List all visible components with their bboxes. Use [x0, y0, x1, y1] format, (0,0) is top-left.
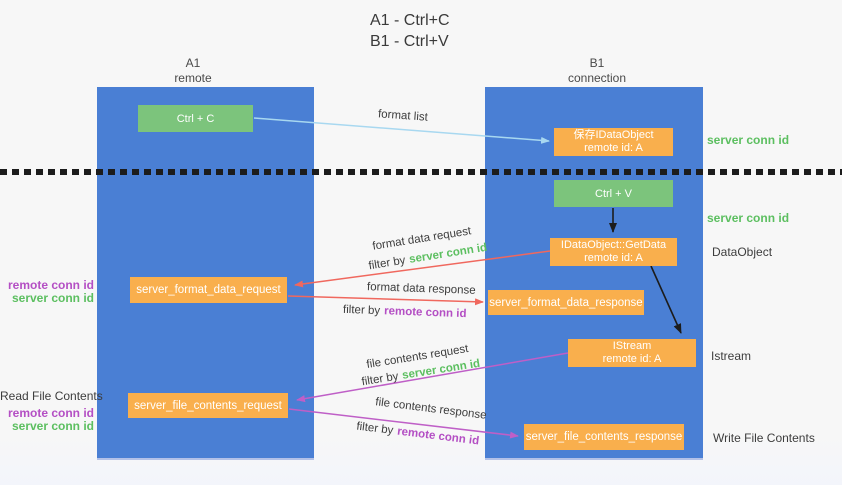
- lane-left-subtitle: remote: [174, 71, 212, 85]
- save-idataobject-line1: 保存IDataObject: [573, 129, 654, 141]
- remote-conn-id-text: remote conn id: [383, 305, 467, 321]
- side-label-istream: Istream: [711, 349, 752, 363]
- node-ctrl-c: Ctrl + C: [138, 105, 253, 132]
- lane-header-left: A1 remote: [123, 56, 263, 86]
- remote-conn-id-text: remote conn id: [396, 425, 480, 448]
- side-label-read-file-contents: Read File Contents: [0, 389, 103, 403]
- lane-right-subtitle: connection: [567, 71, 627, 85]
- file-response-label: server_file_contents_response: [525, 431, 683, 443]
- filter-by-text: filter by: [355, 420, 394, 437]
- title-line-2: B1 - Ctrl+V: [370, 33, 449, 50]
- file-request-label: server_file_contents_request: [134, 399, 282, 412]
- lane-left-title: A1: [185, 56, 201, 70]
- getdata-line2: remote id: A: [584, 252, 643, 264]
- istream-line2: remote id: A: [602, 353, 662, 365]
- left-conn-id-block-2: remote conn id server conn id: [0, 407, 94, 433]
- getdata-line1: IDataObject::GetData: [560, 239, 667, 251]
- ctrl-v-label: Ctrl + V: [595, 187, 632, 200]
- lane-right-title: B1: [589, 56, 605, 70]
- edge-label-file-contents-response: file contents response: [374, 396, 488, 422]
- node-server-file-contents-response: server_file_contents_response: [524, 424, 684, 450]
- node-server-format-data-response: server_format_data_response: [488, 290, 644, 315]
- left-server-conn-id-1: server conn id: [11, 291, 94, 305]
- server-conn-id-text: server conn id: [408, 241, 488, 266]
- save-idataobject-line2: remote id: A: [584, 142, 643, 154]
- side-label-server-conn-id-top: server conn id: [707, 133, 790, 147]
- edge-label-format-list: format list: [377, 108, 429, 124]
- node-idataobject-getdata: IDataObject::GetData remote id: A: [550, 238, 677, 266]
- format-response-label: server_format_data_response: [489, 296, 643, 309]
- arrow-format-data-response: [287, 295, 484, 306]
- left-conn-id-block-1: remote conn id server conn id: [0, 279, 94, 305]
- left-remote-conn-id-1: remote conn id: [7, 278, 94, 292]
- node-ctrl-v: Ctrl + V: [554, 180, 673, 207]
- left-server-conn-id-2: server conn id: [11, 419, 94, 433]
- side-label-server-conn-id-mid: server conn id: [707, 211, 790, 225]
- edge-label-format-data-response: format data response: [366, 281, 476, 297]
- side-label-write-file-contents: Write File Contents: [713, 431, 815, 445]
- side-label-dataobject: DataObject: [712, 245, 773, 259]
- diagram-title: A1 - Ctrl+C B1 - Ctrl+V: [370, 10, 450, 52]
- node-istream: IStream remote id: A: [568, 339, 696, 367]
- ctrl-c-label: Ctrl + C: [176, 112, 215, 125]
- filter-by-text: filter by: [367, 254, 407, 273]
- title-line-1: A1 - Ctrl+C: [370, 12, 450, 29]
- left-remote-conn-id-2: remote conn id: [7, 406, 94, 420]
- istream-line1: IStream: [612, 340, 652, 352]
- format-request-label: server_format_data_request: [136, 284, 281, 296]
- node-server-file-contents-request: server_file_contents_request: [128, 393, 288, 418]
- filter-by-text: filter by: [342, 303, 381, 318]
- lane-header-right: B1 connection: [527, 56, 667, 86]
- node-server-format-data-request: server_format_data_request: [130, 277, 287, 303]
- dotted-separator: [0, 169, 842, 175]
- filter-by-text: filter by: [360, 370, 400, 389]
- node-save-idataobject: 保存IDataObject remote id: A: [554, 128, 673, 156]
